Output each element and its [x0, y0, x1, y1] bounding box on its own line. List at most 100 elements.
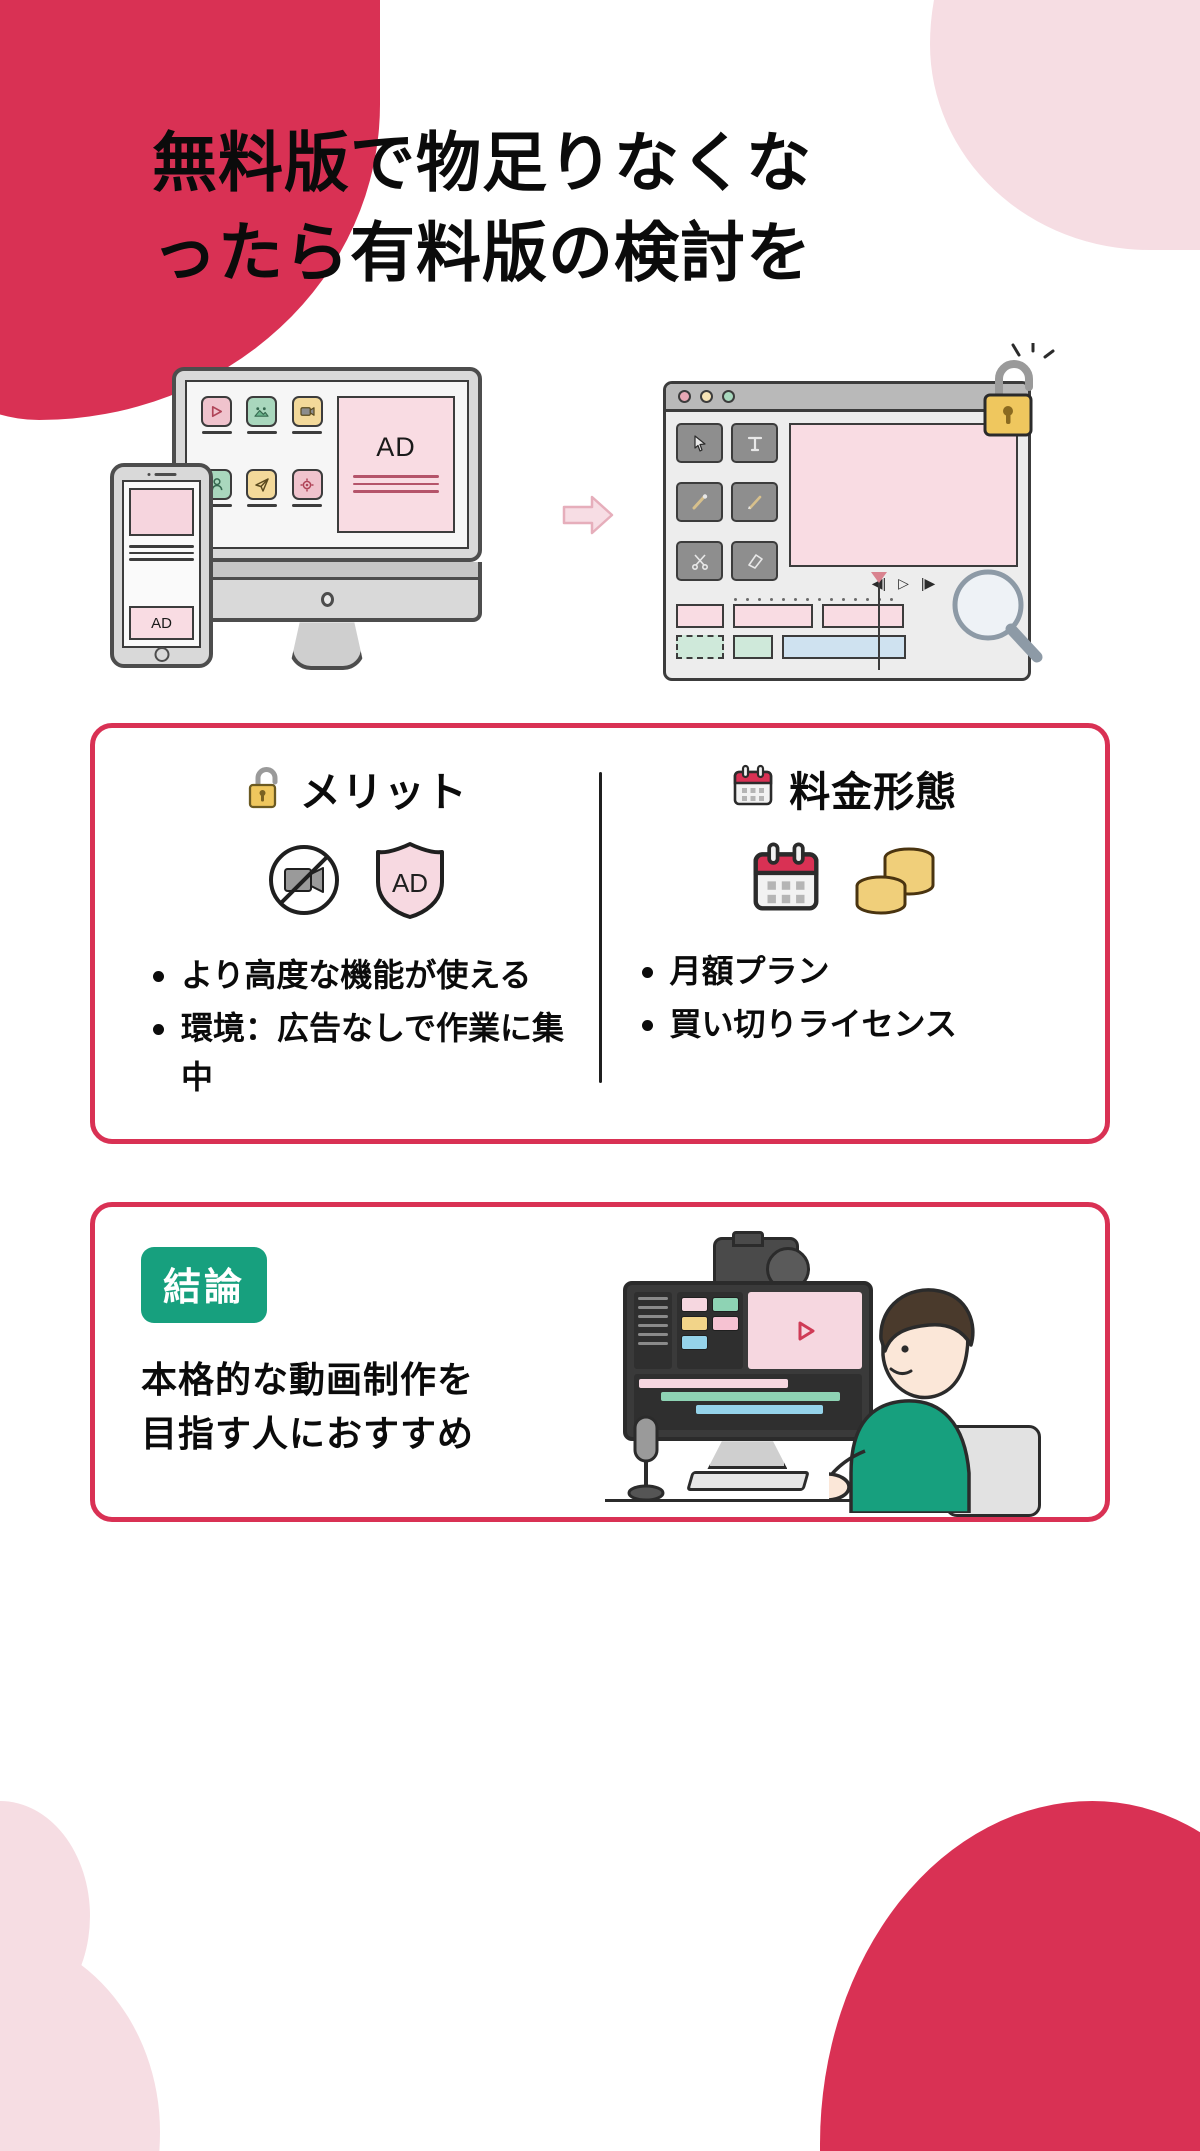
editor-media-bin — [677, 1292, 744, 1370]
text-icon — [731, 423, 778, 464]
ad-banner-lines — [352, 470, 440, 498]
conclusion-line-2: 目指す人におすすめ — [141, 1412, 475, 1454]
send-icon — [246, 469, 278, 501]
no-video-ad-icon — [265, 841, 343, 924]
phone-screen: AD — [122, 480, 201, 649]
phone-speaker — [147, 473, 176, 477]
microphone-icon — [623, 1413, 669, 1510]
ad-banner-label: AD — [376, 432, 416, 463]
page-title: 無料版で物足りなくな ったら有料版の検討を — [0, 0, 1200, 297]
timeline-clip — [639, 1379, 788, 1389]
pricing-bullet-list: 月額プラン 買い切りライセンス — [622, 947, 1068, 1048]
timeline-clip — [661, 1392, 840, 1402]
play-icon — [201, 396, 233, 428]
app-label-bar — [292, 504, 323, 507]
timeline-track — [676, 604, 1018, 629]
media-chip — [681, 1297, 709, 1313]
camera-icon — [713, 1231, 811, 1292]
editor-timeline — [666, 592, 1028, 676]
app-label-bar — [292, 431, 323, 434]
list-item: 買い切りライセンス — [636, 1000, 1068, 1049]
timeline-clip — [822, 604, 904, 629]
phone-image-block — [129, 488, 194, 537]
merit-bullet-list: より高度な機能が使える 環境：広告なしで作業に集中 — [133, 951, 579, 1101]
monitor-screen: AD — [185, 380, 469, 550]
monitor-neck — [172, 562, 482, 581]
app-label-bar — [246, 431, 277, 434]
pricing-heading: 料金形態 — [622, 758, 1068, 818]
conclusion-text-block: 結論 本格的な動画制作を 目指す人におすすめ — [121, 1241, 621, 1477]
video-editor-window: ◀| ▷ |▶ — [663, 381, 1031, 682]
desk-surface-line — [605, 1499, 936, 1503]
editor-sidebar — [634, 1292, 673, 1370]
monitor-frame: AD — [172, 367, 482, 563]
ad-shield-label: AD — [392, 868, 428, 898]
editor-timeline — [634, 1374, 863, 1431]
phone-ad-banner: AD — [129, 606, 194, 641]
media-chip — [681, 1335, 709, 1351]
window-maximize-icon — [722, 390, 735, 404]
timeline-clip — [733, 635, 773, 660]
avatar — [803, 1283, 997, 1518]
monitor-indicator — [320, 591, 334, 607]
unlocked-padlock-icon — [963, 341, 1055, 446]
calendar-icon — [749, 841, 823, 920]
app-cell — [290, 469, 325, 533]
ad-shield-icon: AD — [373, 840, 447, 925]
app-cell — [244, 469, 279, 533]
scissors-icon — [676, 541, 723, 582]
monitor-chin — [172, 580, 482, 623]
arrow-right-icon — [562, 493, 614, 537]
cursor-icon — [676, 423, 723, 464]
timeline-playhead — [871, 572, 887, 671]
phone-text-lines — [129, 541, 194, 565]
column-divider — [598, 772, 602, 1084]
media-chip — [712, 1316, 740, 1332]
merit-heading: メリット — [133, 758, 579, 818]
editor-toolbar — [676, 423, 778, 592]
conclusion-card: 結論 本格的な動画制作を 目指す人におすすめ — [90, 1202, 1110, 1523]
monitor-stand — [289, 622, 365, 671]
skip-forward-icon: |▶ — [920, 575, 936, 592]
pen-icon — [731, 482, 778, 523]
hero-illustration: AD AD — [0, 333, 1200, 682]
app-cell — [290, 396, 325, 460]
conclusion-illustration — [605, 1231, 1079, 1518]
pricing-heading-text: 料金形態 — [789, 769, 958, 816]
window-minimize-icon — [700, 390, 713, 404]
phone-home-button — [154, 647, 169, 663]
image-icon — [246, 396, 278, 428]
calendar-icon — [731, 764, 775, 813]
conclusion-line-1: 本格的な動画制作を — [141, 1359, 475, 1401]
media-chip — [681, 1316, 709, 1332]
coin-stack-icon — [853, 840, 939, 921]
app-label-bar — [246, 504, 277, 507]
editor-titlebar — [666, 384, 1028, 413]
keyboard — [686, 1471, 811, 1492]
status-badge: 結論 — [141, 1247, 268, 1324]
editor-preview-pane — [789, 423, 1018, 568]
settings-icon — [291, 469, 323, 501]
editor-body: ◀| ▷ |▶ — [666, 412, 1028, 592]
play-icon — [798, 1321, 815, 1341]
decorative-blob-bottom-right — [820, 1801, 1200, 2151]
app-label-bar — [201, 504, 232, 507]
list-item: 環境：広告なしで作業に集中 — [147, 1004, 579, 1101]
mobile-phone: AD — [110, 463, 213, 669]
app-icon-grid — [199, 396, 325, 533]
ad-banner-panel: AD — [337, 396, 455, 534]
play-icon: ▷ — [898, 575, 909, 592]
timeline-clip — [696, 1405, 823, 1415]
timeline-clip — [733, 604, 813, 629]
editing-monitor — [623, 1281, 874, 1442]
timeline-clip — [782, 635, 906, 660]
features-card: メリット AD — [90, 723, 1110, 1145]
timeline-track — [676, 635, 1018, 660]
magnifying-glass-icon — [943, 562, 1047, 671]
track-header — [676, 604, 724, 629]
list-item: 月額プラン — [636, 947, 1068, 996]
free-version-devices: AD AD — [110, 351, 530, 671]
pricing-visual-icons — [622, 840, 1068, 921]
unlocked-padlock-icon — [244, 763, 286, 814]
